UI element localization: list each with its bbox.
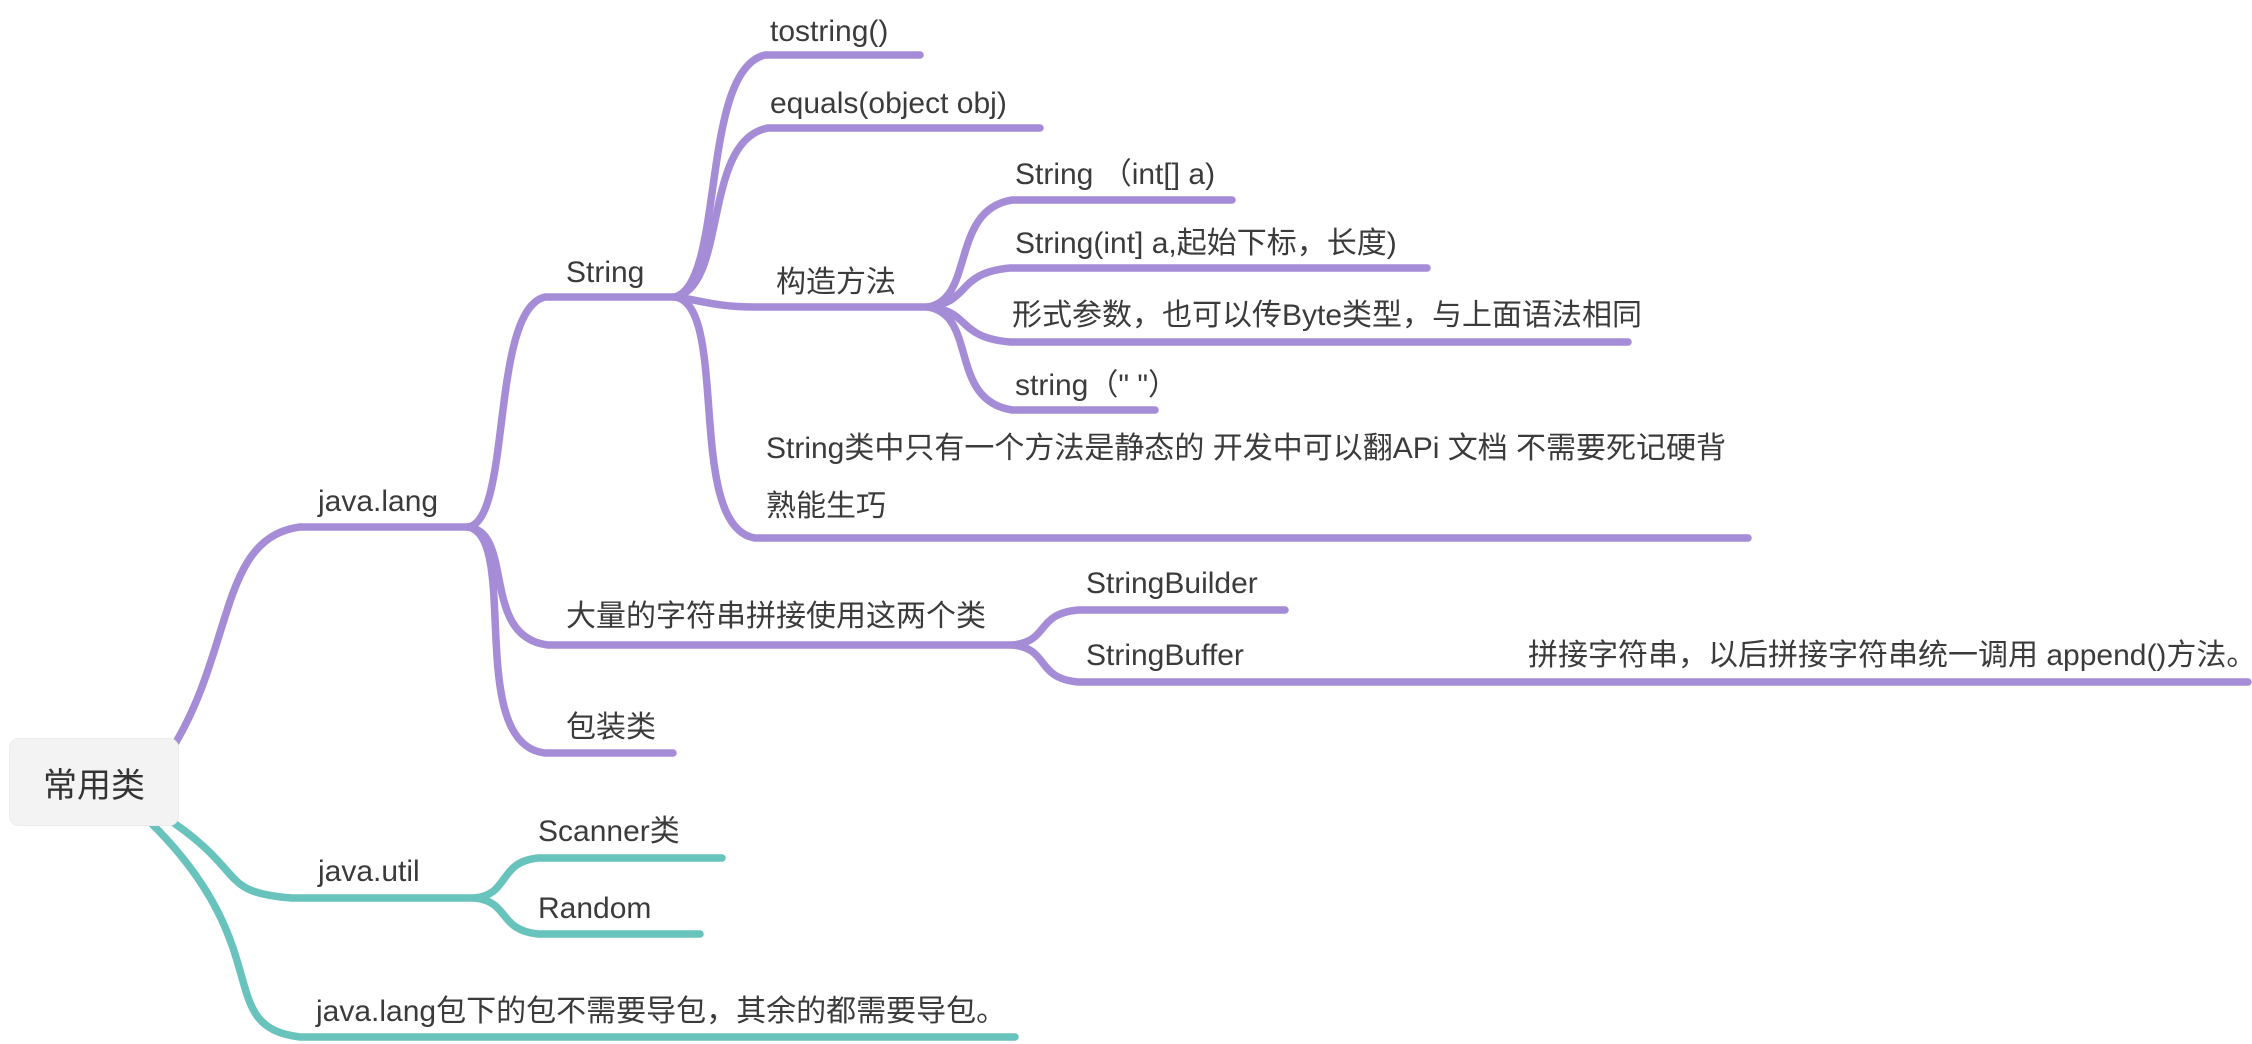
node-stringbuffer[interactable]: StringBuffer [1086,639,1244,672]
branch-concat-to-stringbuilder [1009,606,1289,649]
node-constructor-method[interactable]: 构造方法 [776,266,896,299]
branch-java-util-to-scanner [471,854,726,902]
node-scanner[interactable]: Scanner类 [538,815,680,848]
branch-root-to-java-util [158,811,479,902]
branch-string-to-note [671,293,1752,542]
root-node[interactable]: 常用类 [9,738,179,826]
branch-concat-to-stringbuffer-note [1009,641,2252,686]
branch-java-lang-to-wrapper [464,523,677,757]
branch-constructor-to-ctor4 [924,303,1159,414]
node-ctor-int-array[interactable]: String （int[] a) [1015,158,1216,191]
branch-root-to-java-lang [166,523,472,756]
node-string[interactable]: String [566,256,645,289]
node-tostring[interactable]: tostring() [770,15,889,48]
branch-root-to-import-note [146,818,1019,1041]
node-string-static-note[interactable]: String类中只有一个方法是静态的 开发中可以翻APi 文档 不需要死记硬背 … [766,432,1727,523]
node-ctor-string-literal[interactable]: string（" "） [1015,369,1178,402]
branch-java-lang-to-string [464,293,679,531]
branch-constructor-to-ctor2 [924,264,1431,311]
node-equals[interactable]: equals(object obj) [770,87,1007,120]
node-stringbuilder[interactable]: StringBuilder [1086,567,1258,600]
branch-string-to-equals [671,124,1044,301]
node-ctor-byte-param[interactable]: 形式参数，也可以传Byte类型，与上面语法相同 [1012,299,1643,332]
purple-branch-group [166,51,2252,757]
branch-string-to-tostring [671,51,924,301]
teal-branch-group [146,811,1019,1041]
node-java-lang[interactable]: java.lang [318,485,439,518]
node-ctor-int-offset-len[interactable]: String(int] a,起始下标，长度) [1015,227,1397,260]
branch-java-util-to-random [471,894,704,938]
node-wrapper-class[interactable]: 包装类 [566,711,656,744]
node-random[interactable]: Random [538,892,652,925]
node-append-note[interactable]: 拼接字符串，以后拼接字符串统一调用 append()方法。 [1528,639,2252,672]
node-java-util[interactable]: java.util [318,855,420,888]
node-import-note[interactable]: java.lang包下的包不需要导包，其余的都需要导包。 [316,995,1007,1028]
node-concat-classes[interactable]: 大量的字符串拼接使用这两个类 [566,600,986,633]
